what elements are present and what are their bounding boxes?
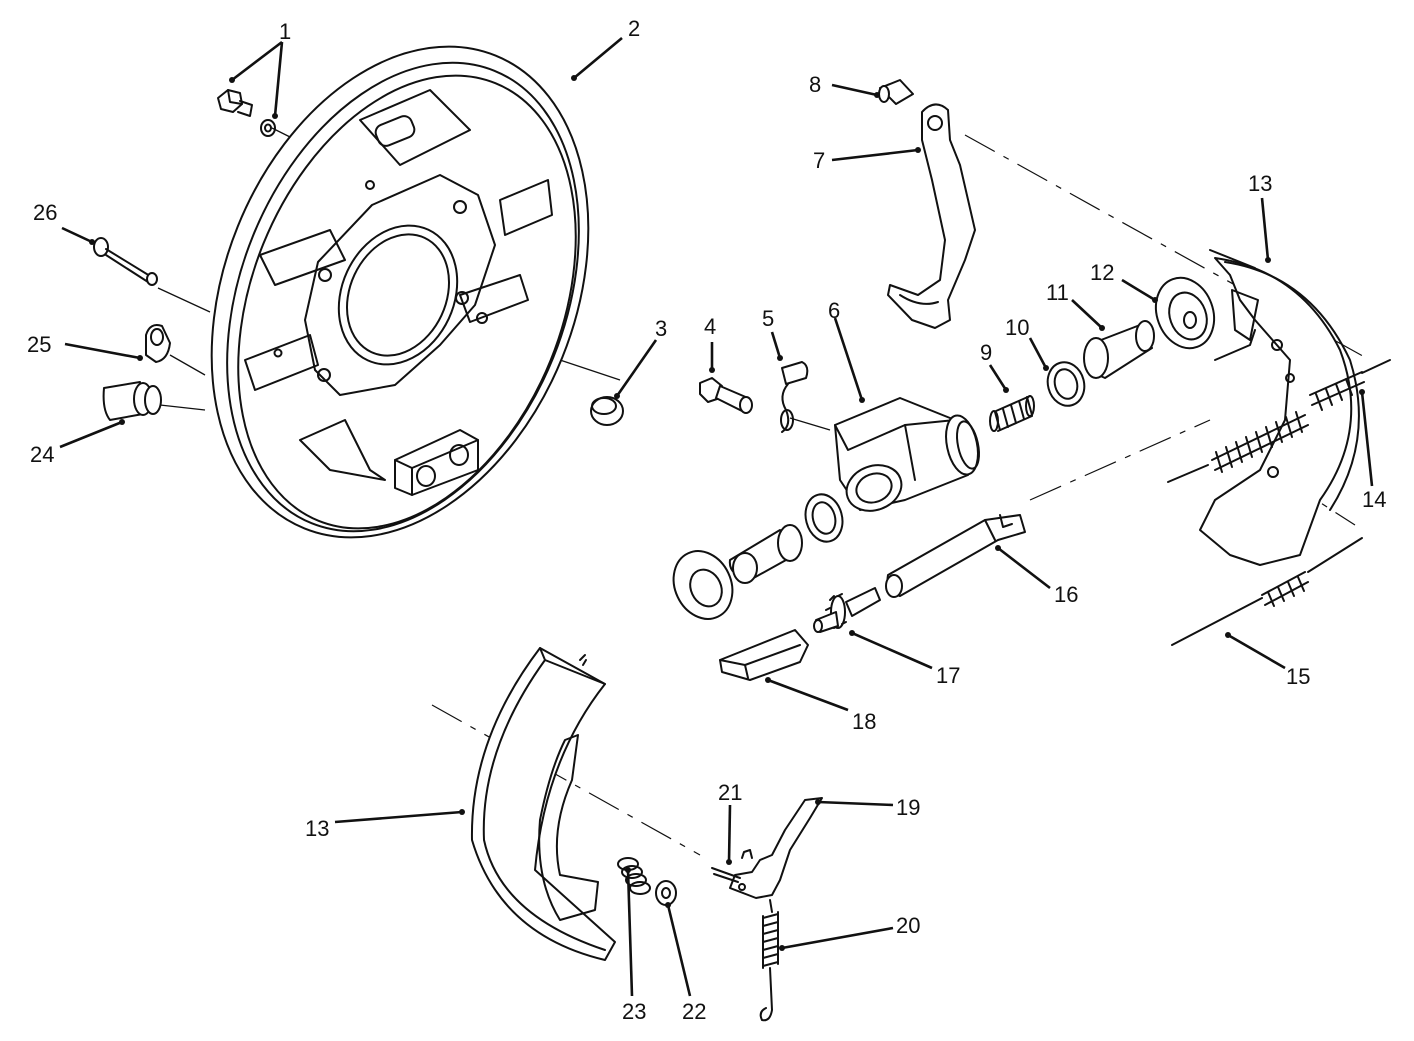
piston-cup-lower bbox=[804, 493, 844, 543]
brake-shoe-left bbox=[470, 647, 616, 961]
piston-cup-upper bbox=[1046, 361, 1086, 407]
dust-boot-lower bbox=[672, 550, 734, 620]
return-spring-upper bbox=[1167, 359, 1391, 483]
callout-13-lower: 13 bbox=[305, 816, 329, 841]
grommet bbox=[145, 324, 171, 363]
adjuster-lever bbox=[711, 797, 823, 899]
callout-26: 26 bbox=[33, 200, 57, 225]
access-plug bbox=[102, 381, 162, 421]
callout-1: 1 bbox=[279, 19, 291, 44]
piston-upper bbox=[1083, 320, 1155, 379]
piston-lower bbox=[728, 524, 803, 584]
callout-18: 18 bbox=[852, 709, 876, 734]
cylinder-spring bbox=[989, 395, 1035, 432]
adjuster-nut bbox=[719, 629, 809, 681]
callout-2: 2 bbox=[628, 16, 640, 41]
callout-19: 19 bbox=[896, 795, 920, 820]
wheel-cylinder bbox=[834, 397, 980, 512]
callout-5: 5 bbox=[762, 306, 774, 331]
callout-7: 7 bbox=[813, 148, 825, 173]
callout-6: 6 bbox=[828, 298, 840, 323]
callout-17: 17 bbox=[936, 663, 960, 688]
callout-labels: 1 2 3 4 5 6 7 8 9 10 11 12 13 13 14 15 1… bbox=[27, 16, 1386, 1024]
adjuster-screw bbox=[813, 587, 881, 633]
callout-9: 9 bbox=[980, 340, 992, 365]
callout-10: 10 bbox=[1005, 315, 1029, 340]
callout-11: 11 bbox=[1046, 280, 1069, 305]
dust-boot-upper bbox=[1154, 276, 1216, 350]
parking-brake-lever bbox=[887, 103, 976, 329]
callout-20: 20 bbox=[896, 913, 920, 938]
lever-pin bbox=[878, 79, 914, 105]
bolt-and-washer bbox=[217, 89, 276, 137]
callout-4: 4 bbox=[704, 314, 716, 339]
adjuster-spring bbox=[759, 899, 779, 1022]
callout-25: 25 bbox=[27, 332, 51, 357]
callout-13-upper: 13 bbox=[1248, 171, 1272, 196]
brake-shoe-right bbox=[1199, 249, 1360, 566]
hole-plug bbox=[590, 396, 624, 426]
leader-lines bbox=[59, 37, 1374, 997]
brake-line-fitting bbox=[699, 377, 753, 414]
callout-14: 14 bbox=[1362, 487, 1386, 512]
hold-down-spring bbox=[617, 857, 651, 895]
bleeder-cap bbox=[780, 361, 809, 433]
adjuster-socket bbox=[885, 514, 1026, 598]
callout-21: 21 bbox=[718, 780, 742, 805]
backing-plate bbox=[210, 45, 590, 539]
callout-15: 15 bbox=[1286, 664, 1310, 689]
callout-16: 16 bbox=[1054, 582, 1078, 607]
bleeder-screw bbox=[93, 237, 158, 286]
spring-retainer bbox=[655, 880, 677, 906]
callout-12: 12 bbox=[1090, 260, 1114, 285]
return-spring-lower bbox=[1171, 537, 1363, 646]
callout-23: 23 bbox=[622, 999, 646, 1024]
callout-3: 3 bbox=[655, 316, 667, 341]
callout-24: 24 bbox=[30, 442, 54, 467]
callout-8: 8 bbox=[809, 72, 821, 97]
callout-22: 22 bbox=[682, 999, 706, 1024]
